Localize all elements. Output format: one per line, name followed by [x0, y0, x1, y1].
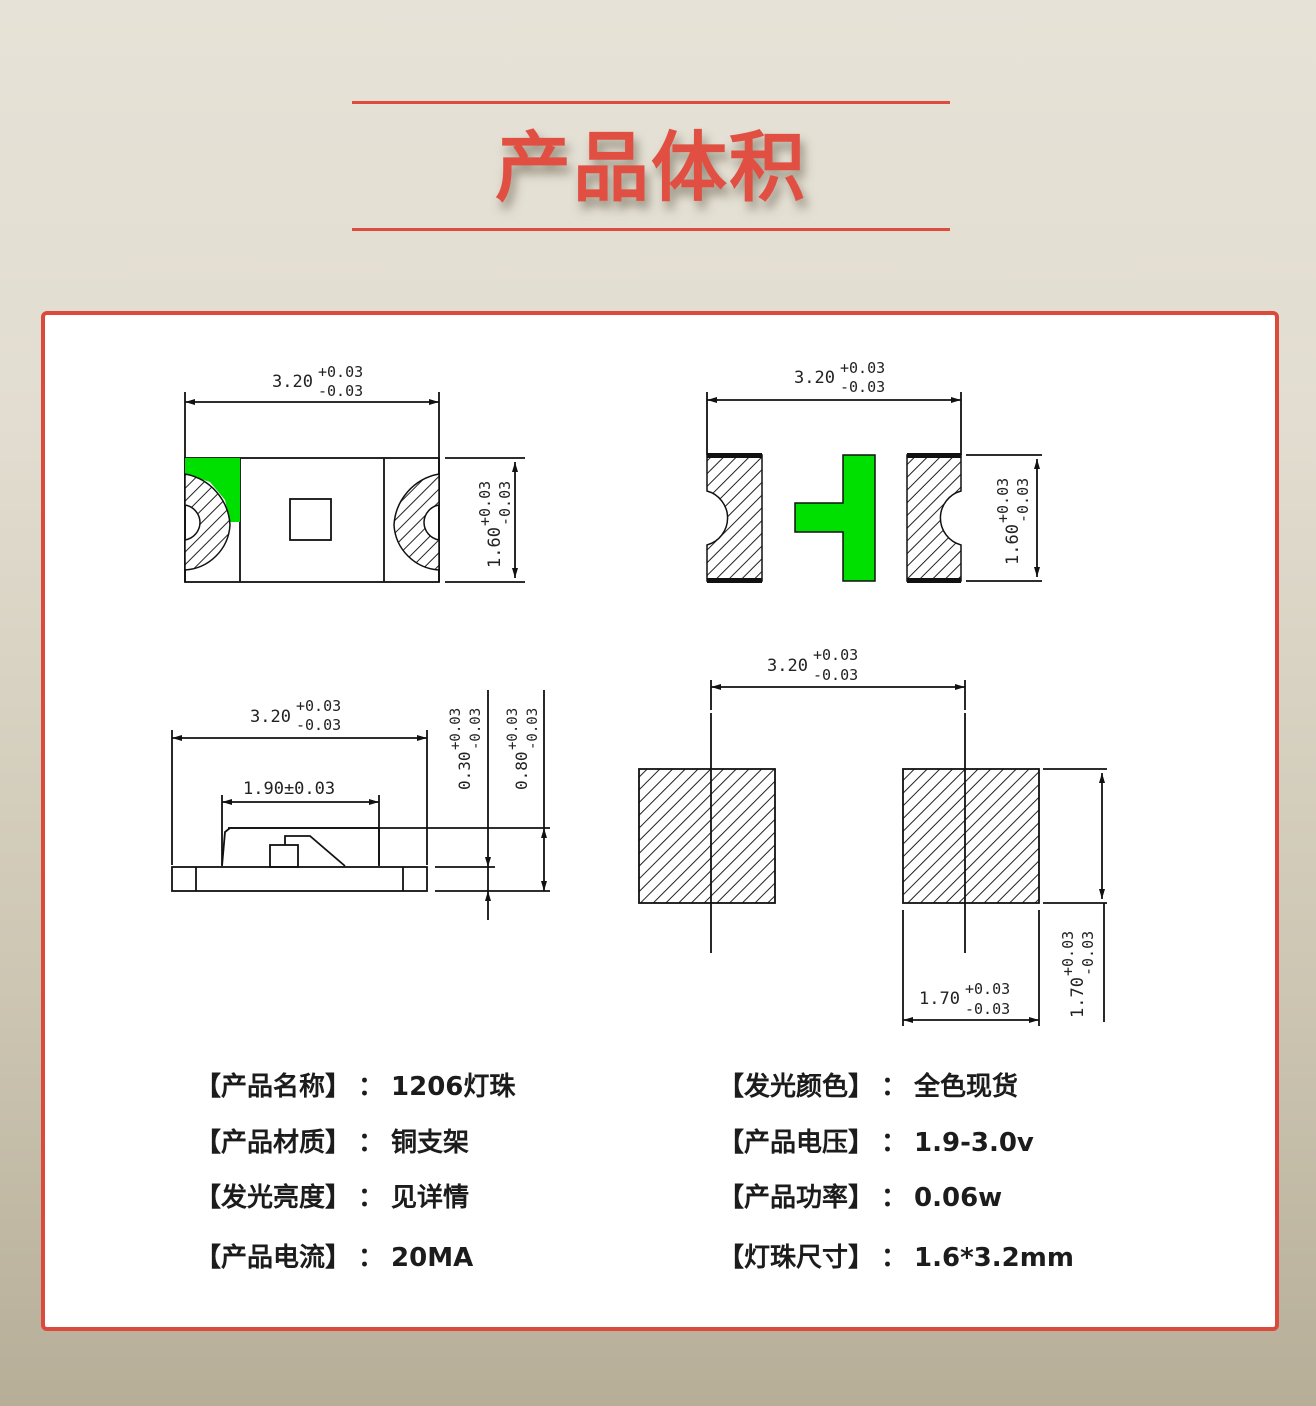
top-view-drawing: 3.20 +0.03 -0.03 1.60 +0.03 -0.03 [184, 363, 525, 583]
spec-brightness: 【发光亮度】：见详情 [195, 1183, 470, 1213]
top-view-width-label: 3.20 [272, 372, 313, 392]
side-view-base-thickness-label: 0.30 [455, 751, 474, 790]
svg-text:+0.03: +0.03 [505, 708, 521, 750]
footprint-pad-width-label: 1.70 [919, 989, 960, 1009]
svg-text:-0.03: -0.03 [468, 708, 484, 750]
spec-value: 1206灯珠 [391, 1072, 516, 1102]
spec-size: 【灯珠尺寸】：1.6*3.2mm [718, 1243, 1074, 1273]
spec-product-name: 【产品名称】：1206灯珠 [195, 1072, 516, 1102]
title-bottom-rule [352, 228, 950, 231]
spec-voltage: 【产品电压】：1.9-3.0v [718, 1128, 1034, 1158]
spec-current: 【产品电流】：20MA [195, 1243, 474, 1273]
svg-text:+0.03: +0.03 [1059, 931, 1077, 976]
side-view-inner-label: 1.90±0.03 [243, 779, 335, 799]
spec-value: 铜支架 [391, 1128, 470, 1158]
svg-text:+0.03: +0.03 [296, 697, 341, 715]
spec-value: 1.6*3.2mm [914, 1243, 1074, 1273]
spec-value: 0.06w [914, 1183, 1003, 1213]
svg-text:-0.03: -0.03 [1079, 931, 1097, 976]
svg-text:+0.03: +0.03 [840, 359, 885, 377]
spec-value: 1.9-3.0v [914, 1128, 1034, 1158]
side-view-total-thickness-label: 0.80 [512, 751, 531, 790]
footprint-drawing: 3.20 +0.03 -0.03 1.70 +0.03 -0.03 1.70 +… [638, 646, 1107, 1026]
svg-text:-0.03: -0.03 [965, 1000, 1010, 1018]
svg-text:+0.03: +0.03 [448, 708, 464, 750]
side-view-width-label: 3.20 [250, 707, 291, 727]
svg-text:-0.03: -0.03 [525, 708, 541, 750]
spec-material: 【产品材质】：铜支架 [195, 1128, 470, 1158]
spec-value: 全色现货 [914, 1072, 1019, 1102]
top-view-height-label: 1.60 [485, 527, 505, 568]
svg-text:-0.03: -0.03 [840, 378, 885, 396]
svg-text:+0.03: +0.03 [476, 481, 494, 526]
footprint-pad-height-label: 1.70 [1068, 977, 1088, 1018]
side-view-drawing: 3.20 +0.03 -0.03 1.90±0.03 0.30 +0.03 -0… [171, 690, 550, 920]
svg-text:-0.03: -0.03 [1014, 478, 1032, 523]
page-title: 产品体积 [495, 123, 807, 212]
title-top-rule [352, 101, 950, 104]
svg-text:+0.03: +0.03 [965, 980, 1010, 998]
svg-text:-0.03: -0.03 [296, 716, 341, 734]
spec-power: 【产品功率】：0.06w [718, 1183, 1003, 1213]
svg-text:+0.03: +0.03 [318, 363, 363, 381]
bottom-view-width-label: 3.20 [794, 368, 835, 388]
spec-color: 【发光颜色】：全色现货 [718, 1072, 1019, 1102]
svg-text:-0.03: -0.03 [496, 481, 514, 526]
spec-value: 见详情 [391, 1183, 470, 1213]
spec-value: 20MA [391, 1243, 474, 1273]
bottom-view-drawing: 3.20 +0.03 -0.03 1.60 +0.03 -0.03 [706, 359, 1042, 583]
bottom-view-height-label: 1.60 [1003, 524, 1023, 565]
footprint-pitch-label: 3.20 [767, 656, 808, 676]
svg-text:-0.03: -0.03 [318, 382, 363, 400]
svg-text:+0.03: +0.03 [994, 478, 1012, 523]
svg-text:+0.03: +0.03 [813, 646, 858, 664]
svg-text:-0.03: -0.03 [813, 666, 858, 684]
